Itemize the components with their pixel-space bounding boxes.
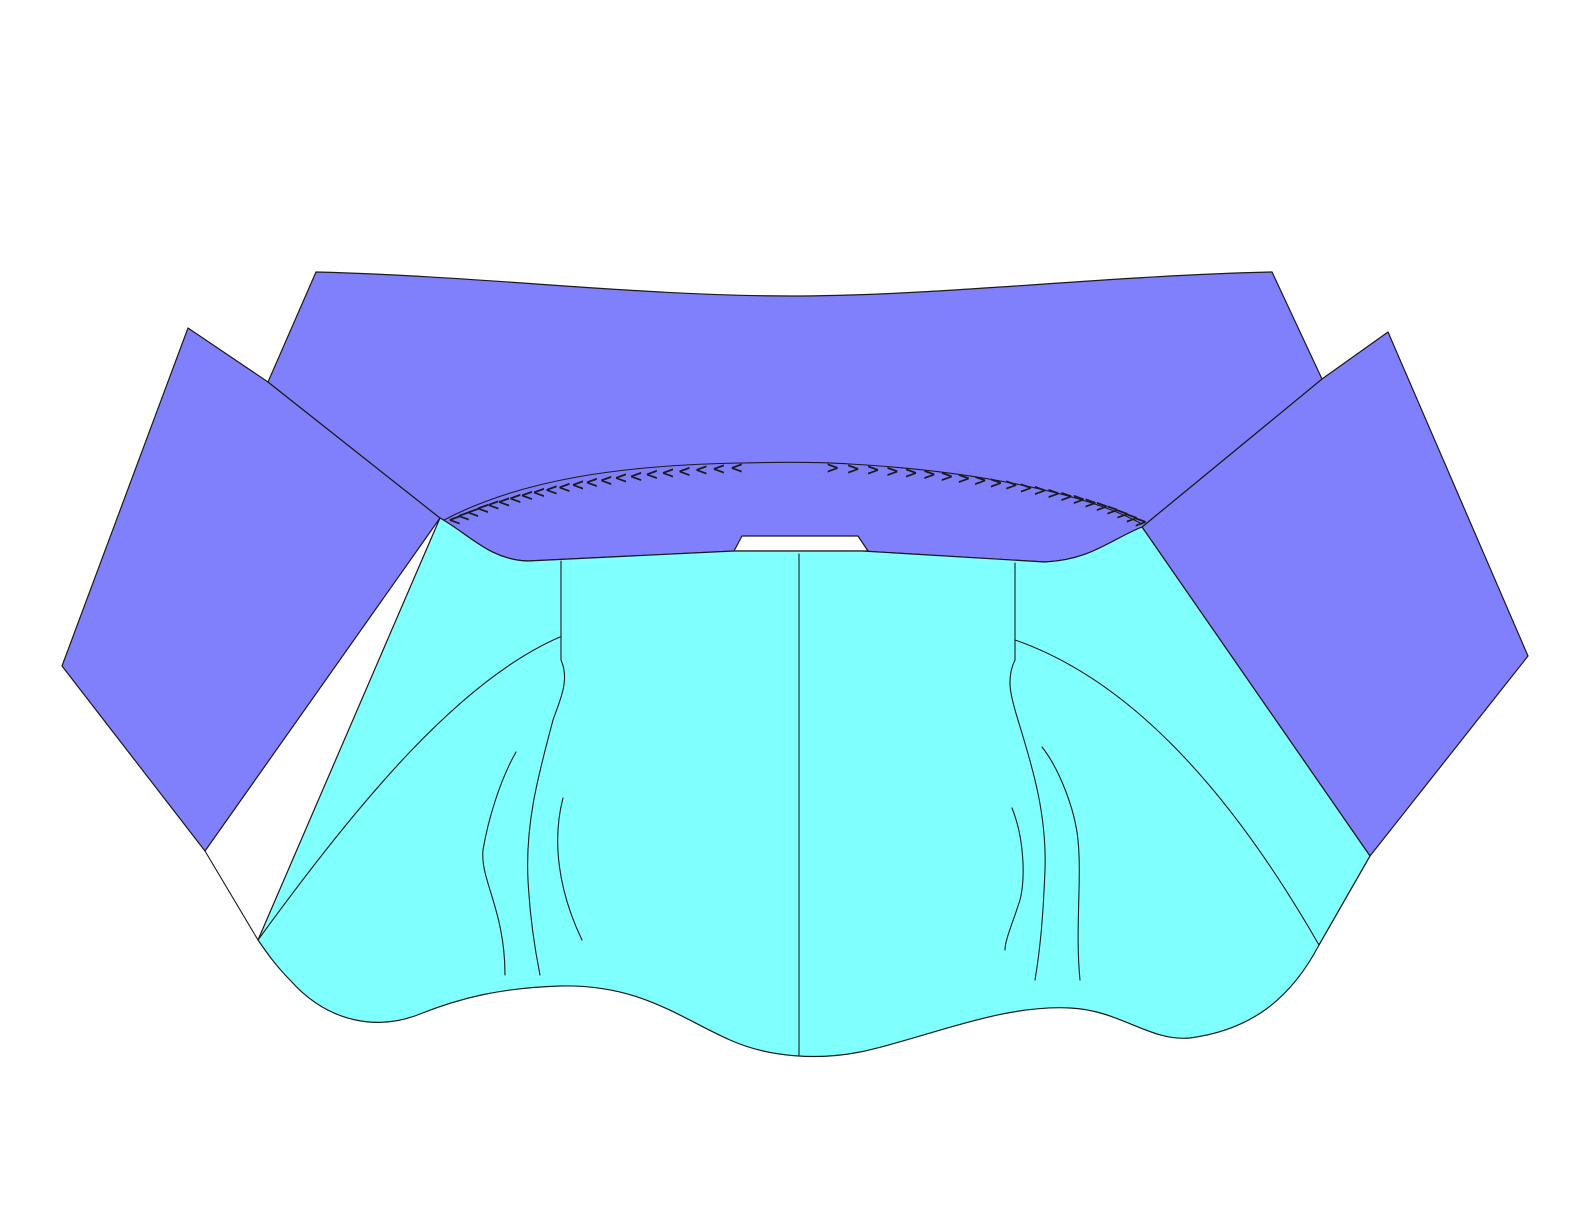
stitch-marker-left: <	[457, 506, 470, 525]
stitch-marker-left: <	[520, 486, 533, 505]
stitch-marker-left: <	[476, 499, 489, 518]
stitch-marker-left: <	[645, 465, 658, 484]
left-drape-line-2	[482, 751, 517, 976]
stitch-marker-right: >	[1134, 512, 1147, 531]
stitch-marker-left: <	[678, 462, 691, 481]
stitch-marker-left: <	[558, 477, 571, 496]
stitch-marker-right: >	[974, 471, 987, 490]
stitch-marker-left: <	[545, 480, 558, 499]
stitch-marker-right: >	[957, 468, 970, 487]
right-drape-line-2	[1041, 746, 1081, 981]
right-side-band-seam	[1318, 855, 1371, 946]
stitch-marker-right: >	[923, 465, 936, 484]
stitch-marker-right: >	[1072, 490, 1085, 509]
left-diagonal-seam	[257, 636, 561, 941]
left-upper-panel	[61, 327, 441, 852]
stitch-marker-right: >	[866, 460, 879, 479]
stitch-marker-right: >	[940, 467, 953, 486]
stitch-curve	[443, 461, 1143, 525]
stitch-marker-right: >	[1084, 493, 1097, 512]
lower-panel-seams	[204, 553, 1371, 1056]
stitch-marker-right: >	[1106, 500, 1119, 519]
stitch-marker-right: >	[847, 459, 860, 478]
stitch-marker-left: <	[730, 458, 743, 477]
left-drape-line-1	[527, 719, 554, 976]
stitch-marker-right: >	[1125, 508, 1138, 527]
stitch-marker-left: <	[695, 460, 708, 479]
left-side-band-seam	[204, 850, 259, 941]
stitch-marker-left: <	[629, 466, 642, 485]
stitch-marker-right: >	[1019, 478, 1032, 497]
stitch-marker-left: <	[712, 459, 725, 478]
right-front-seam	[1009, 562, 1019, 721]
drape-lines	[482, 719, 1081, 981]
stitch-marker-right: >	[1033, 481, 1046, 500]
stitch-marker-left: <	[497, 492, 510, 511]
right-drape-line-3	[1004, 807, 1024, 951]
stitch-marker-right: >	[1005, 475, 1018, 494]
stitch-marker-left: <	[661, 463, 674, 482]
stitch-marker-left: <	[585, 472, 598, 491]
left-front-seam	[552, 560, 566, 721]
stitch-marker-right: >	[904, 463, 917, 482]
stitch-marker-left: <	[532, 483, 545, 502]
stitch-marker-right: >	[886, 462, 899, 481]
stitch-marker-right: >	[1095, 497, 1108, 516]
lower-skirt-panel	[257, 517, 1371, 1058]
stitch-marker-left: <	[614, 468, 627, 487]
right-drape-line-1	[1017, 719, 1046, 981]
stitch-marker-right: >	[826, 458, 839, 477]
stitch-marker-left: <	[600, 470, 613, 489]
left-drape-line-3	[557, 797, 583, 941]
stitch-marker-left: <	[571, 475, 584, 494]
center-notch	[733, 535, 869, 552]
stitch-marker-right: >	[1116, 504, 1129, 523]
right-diagonal-seam	[1014, 639, 1320, 946]
stitch-marker-right: >	[1047, 483, 1060, 502]
stitch-marker-left: <	[466, 502, 479, 521]
stitch-markers: <<<<<<<<<<<<<<<<<<<<<<>>>>>>>>>>>>>>>>>>…	[448, 458, 1147, 531]
stitch-marker-right: >	[989, 473, 1002, 492]
stitch-marker-left: <	[448, 510, 461, 529]
stitch-marker-left: <	[509, 489, 522, 508]
stitch-marker-left: <	[487, 495, 500, 514]
stitch-marker-right: >	[1060, 486, 1073, 505]
